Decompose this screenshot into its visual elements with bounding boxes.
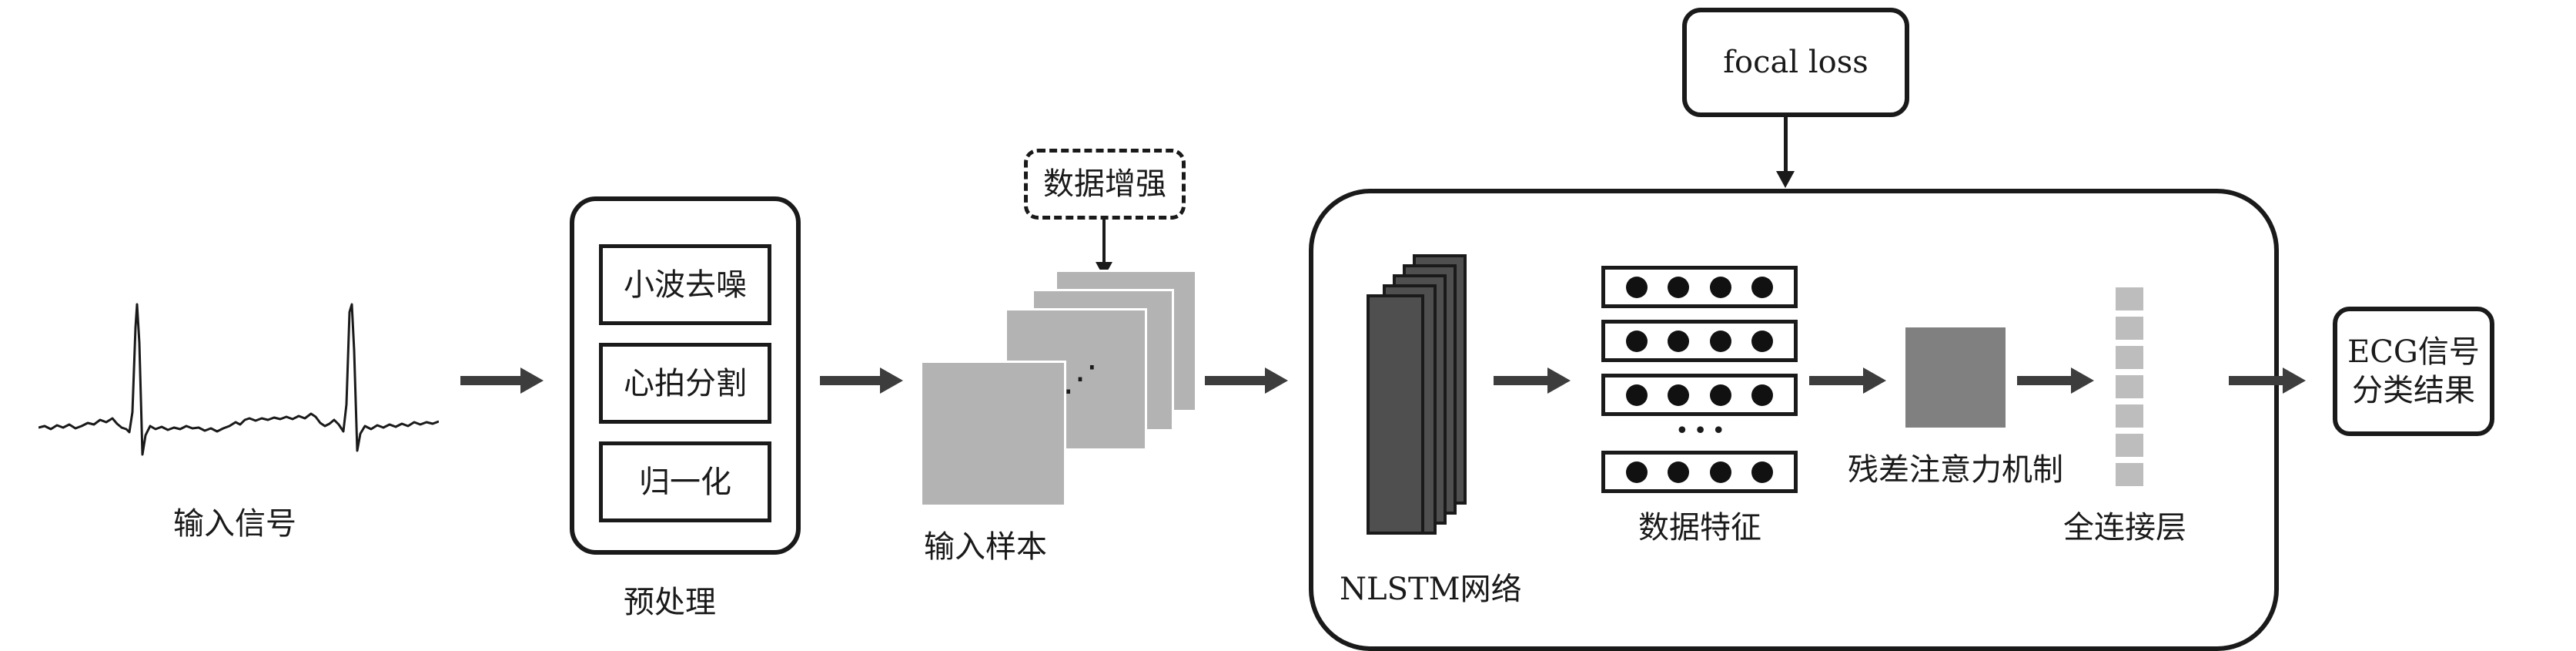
feature-dot: [1709, 384, 1731, 406]
feature-dot: [1751, 276, 1773, 298]
arrow-model-to-result: [2229, 367, 2306, 394]
feature-dot: [1709, 276, 1731, 298]
feature-dot: [1668, 330, 1690, 352]
nlstm-layer-1: [1367, 294, 1424, 535]
feature-row-3: [1601, 374, 1798, 416]
arrow-preprocess-to-samples: [820, 367, 903, 394]
fc-layer-label: 全连接层: [2063, 510, 2186, 545]
focal-loss-arrow-shaft: [1784, 117, 1788, 173]
sample-layer-1: [920, 361, 1066, 507]
fc-neuron: [2113, 314, 2146, 342]
feature-dot: [1668, 461, 1690, 483]
feature-dot: [1668, 276, 1690, 298]
wavelet-denoise-box: 小波去噪: [599, 244, 771, 325]
feature-dot: [1626, 384, 1648, 406]
feature-dot: [1668, 384, 1690, 406]
residual-attention-label: 残差注意力机制: [1848, 452, 2063, 488]
arrow-features-to-attention: [1809, 367, 1886, 394]
nlstm-label: NLSTM网络: [1340, 572, 1522, 607]
stack-ellipsis: ⋰: [1062, 357, 1098, 399]
preprocess-label: 预处理: [624, 585, 716, 620]
arrow-samples-to-model: [1205, 367, 1288, 394]
feature-row-1: [1601, 266, 1798, 308]
feature-row-2: [1601, 320, 1798, 362]
data-augmentation-box: 数据增强: [1024, 149, 1186, 220]
arrow-signal-to-preprocess: [460, 367, 544, 394]
feature-dot: [1626, 330, 1648, 352]
fc-neuron: [2113, 402, 2146, 430]
fc-neuron: [2113, 431, 2146, 459]
data-features-label: 数据特征: [1638, 510, 1761, 545]
ecg-waveform: [38, 303, 439, 456]
focal-loss-arrow-head: [1776, 171, 1795, 188]
focal-loss-box: focal loss: [1682, 8, 1909, 117]
fc-neuron: [2113, 461, 2146, 488]
arrow-nlstm-to-features: [1494, 367, 1571, 394]
result-line-1: ECG信号: [2347, 334, 2480, 370]
result-line-2: 分类结果: [2352, 373, 2475, 408]
feature-dot: [1626, 461, 1648, 483]
feature-dot: [1709, 330, 1731, 352]
feature-dot: [1751, 461, 1773, 483]
fc-neuron: [2113, 373, 2146, 401]
beat-segmentation-box: 心拍分割: [599, 343, 771, 424]
fc-neuron: [2113, 344, 2146, 371]
augmentation-arrow-shaft: [1102, 220, 1106, 264]
feature-dot: [1626, 276, 1648, 298]
residual-attention-block: [1905, 327, 2006, 428]
fc-neuron: [2113, 285, 2146, 313]
fc-layer-column: [2113, 285, 2146, 489]
classification-result-box: ECG信号 分类结果: [2333, 307, 2494, 436]
feature-dot: [1709, 461, 1731, 483]
feature-dot: [1751, 384, 1773, 406]
feature-dot: [1751, 330, 1773, 352]
input-samples-label: 输入样本: [924, 529, 1047, 565]
feature-row-4: [1601, 451, 1798, 493]
input-signal-label: 输入信号: [173, 506, 296, 542]
arrow-attention-to-fc: [2017, 367, 2094, 394]
normalization-box: 归一化: [599, 441, 771, 522]
feature-ellipsis: •••: [1675, 418, 1731, 445]
